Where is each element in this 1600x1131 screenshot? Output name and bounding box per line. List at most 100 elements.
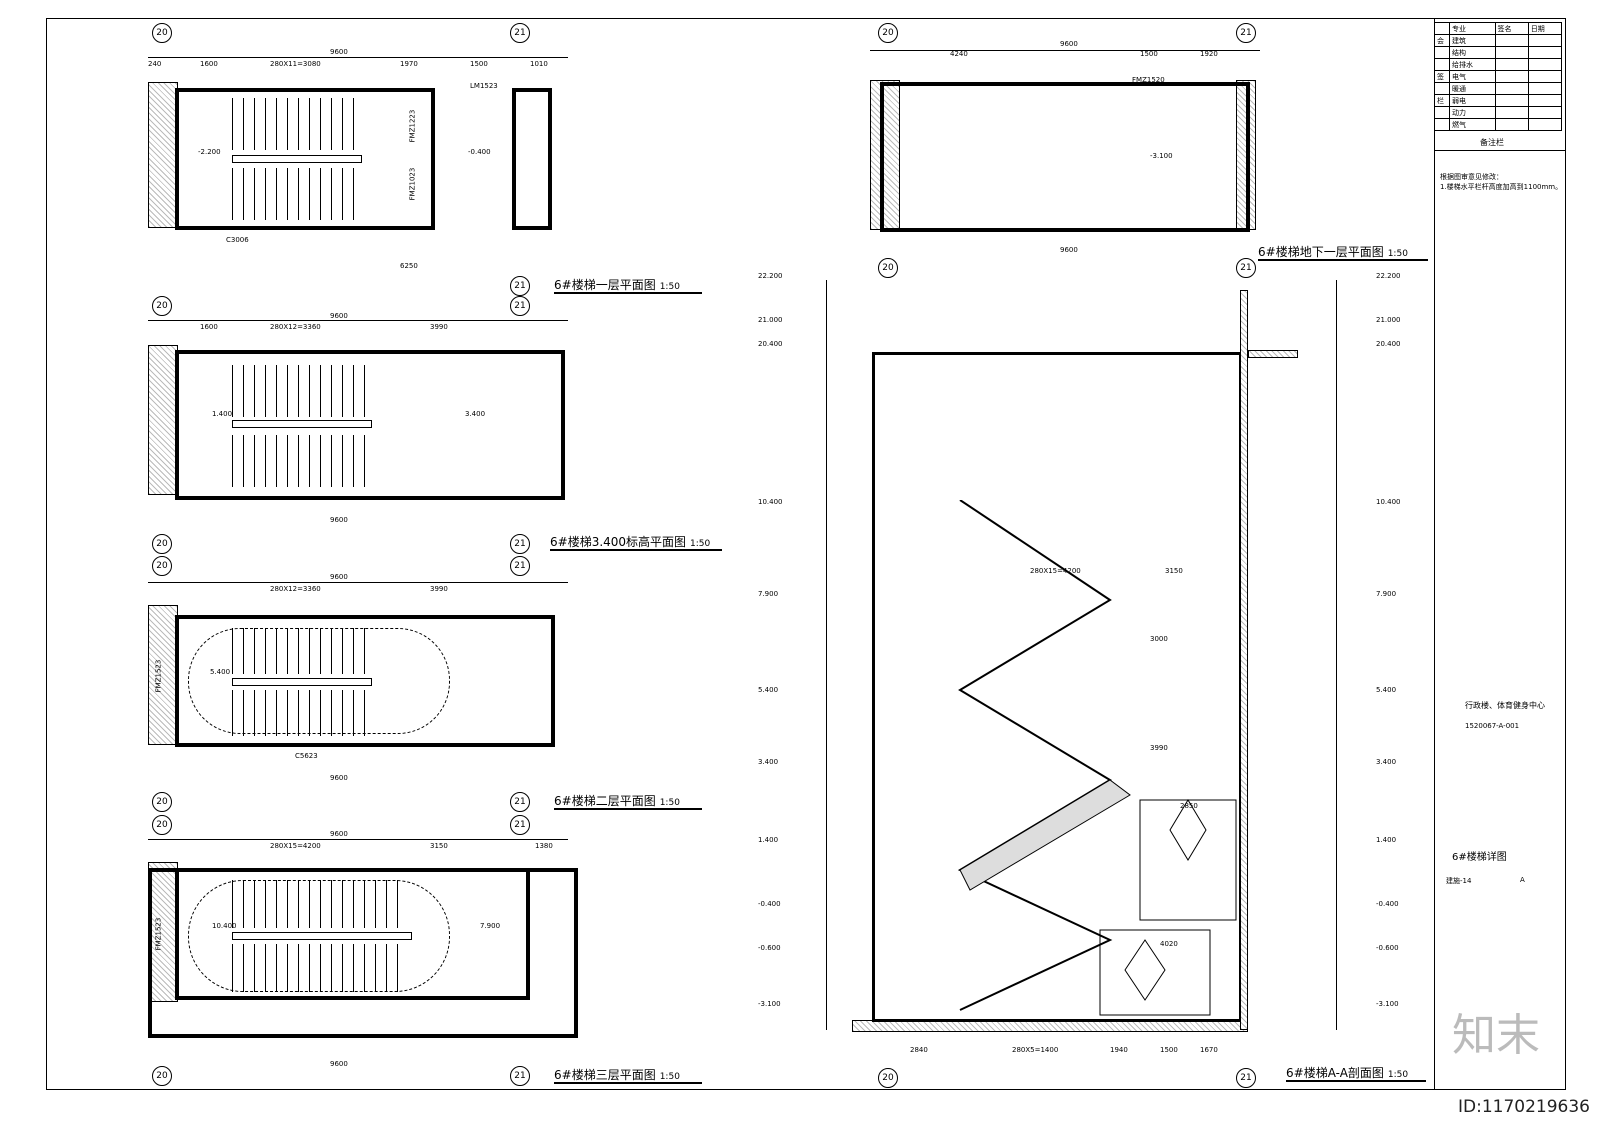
discipline-cell: 建筑 <box>1449 34 1496 47</box>
stair-tread <box>353 690 354 736</box>
stair-tread <box>353 98 354 150</box>
stair-tread <box>375 880 376 928</box>
stair-tread <box>254 690 255 736</box>
stair-tread <box>276 690 277 736</box>
project-number: 1520067-A-001 <box>1465 722 1520 730</box>
axis-bubble-20: 20 <box>152 534 172 554</box>
door-label: FMZ1523 <box>154 659 163 693</box>
bottom-dim: 280X5=1400 <box>1012 1046 1059 1054</box>
level-mark: -0.400 <box>468 148 491 156</box>
stair-tread <box>309 435 310 487</box>
stair-tread <box>342 628 343 674</box>
inner-dim: 280X15=4200 <box>1030 567 1081 575</box>
door-label: FMZ1523 <box>154 917 163 951</box>
stair-tread <box>353 628 354 674</box>
stair-tread <box>331 690 332 736</box>
level-mark: -3.100 <box>1150 152 1173 160</box>
stair-tread <box>287 628 288 674</box>
stair-tread <box>243 944 244 992</box>
overall-dim: 9600 <box>330 573 348 581</box>
stair-tread <box>331 168 332 220</box>
stair-tread <box>232 435 233 487</box>
level-mark: 3.400 <box>1376 758 1397 766</box>
wall-hatch <box>870 80 900 230</box>
stair-tread <box>331 435 332 487</box>
level-mark: 21.000 <box>1376 316 1401 324</box>
stair-tread <box>232 365 233 417</box>
side-room-wall <box>512 88 552 230</box>
stair-tread <box>265 168 266 220</box>
table-header-cell: 专业 <box>1449 22 1496 35</box>
discipline-cell: 动力 <box>1449 106 1496 119</box>
overall-dim: 9600 <box>330 830 348 838</box>
stair-tread <box>254 98 255 150</box>
level-mark: 7.900 <box>758 590 779 598</box>
stair-tread <box>243 628 244 674</box>
level-mark: 5.400 <box>210 668 231 676</box>
dim: 1600 <box>200 60 218 68</box>
axis-bubble-21: 21 <box>510 296 530 316</box>
level-mark: 7.900 <box>480 922 501 930</box>
project-name: 行政楼、体育健身中心 <box>1465 701 1545 710</box>
stair-tread <box>232 944 233 992</box>
stair-tread <box>375 944 376 992</box>
axis-bubble-20: 20 <box>878 1068 898 1088</box>
stair-tread <box>309 944 310 992</box>
stair-tread <box>364 880 365 928</box>
wall-hatch <box>148 345 178 495</box>
stair-tread <box>320 628 321 674</box>
stair-tread <box>232 168 233 220</box>
stair-tread <box>309 168 310 220</box>
revision: A <box>1520 876 1525 884</box>
window-label: C5623 <box>295 752 318 760</box>
axis-bubble-21: 21 <box>1236 23 1256 43</box>
dim: 3990 <box>430 323 448 331</box>
axis-bubble-21: 21 <box>510 534 530 554</box>
stair-room-wall <box>880 82 1250 232</box>
stair-tread <box>320 880 321 928</box>
table-header-cell: 日期 <box>1527 22 1563 35</box>
discipline-cell: 给排水 <box>1449 58 1496 71</box>
stair-tread <box>265 880 266 928</box>
stair-tread <box>320 944 321 992</box>
stair-tread <box>386 944 387 992</box>
stair-tread <box>287 365 288 417</box>
axis-bubble-20: 20 <box>152 815 172 835</box>
stair-tread <box>364 435 365 487</box>
stair-tread <box>342 435 343 487</box>
dim: 1010 <box>530 60 548 68</box>
axis-bubble-20: 20 <box>152 792 172 812</box>
stair-tread <box>342 365 343 417</box>
dim: 1970 <box>400 60 418 68</box>
stair-tread <box>287 690 288 736</box>
stair-tread <box>243 880 244 928</box>
door-label: LM1523 <box>470 82 498 90</box>
stair-handrail <box>232 678 372 686</box>
stair-tread <box>276 168 277 220</box>
stair-tread <box>298 98 299 150</box>
stair-room-wall <box>175 615 555 747</box>
stair-tread <box>265 365 266 417</box>
dim: 4240 <box>950 50 968 58</box>
note-line: 1.楼梯水平栏杆高度加高到1100mm。 <box>1440 183 1563 191</box>
stair-flights <box>957 500 1237 1016</box>
stair-room-wall <box>175 350 565 500</box>
wall-hatch <box>148 82 178 228</box>
stair-tread <box>276 365 277 417</box>
stair-tread <box>287 168 288 220</box>
level-mark: 22.200 <box>1376 272 1401 280</box>
stair-tread <box>276 98 277 150</box>
bottom-dim: 1940 <box>1110 1046 1128 1054</box>
stair-tread <box>287 435 288 487</box>
stair-tread <box>232 628 233 674</box>
axis-bubble-21: 21 <box>510 556 530 576</box>
dim: 1600 <box>200 323 218 331</box>
stair-tread <box>397 944 398 992</box>
bottom-dim: 1500 <box>1160 1046 1178 1054</box>
right-wall-hatch <box>1240 290 1248 1030</box>
dim: 3150 <box>430 842 448 850</box>
stair-tread <box>342 880 343 928</box>
stair-tread <box>243 98 244 150</box>
